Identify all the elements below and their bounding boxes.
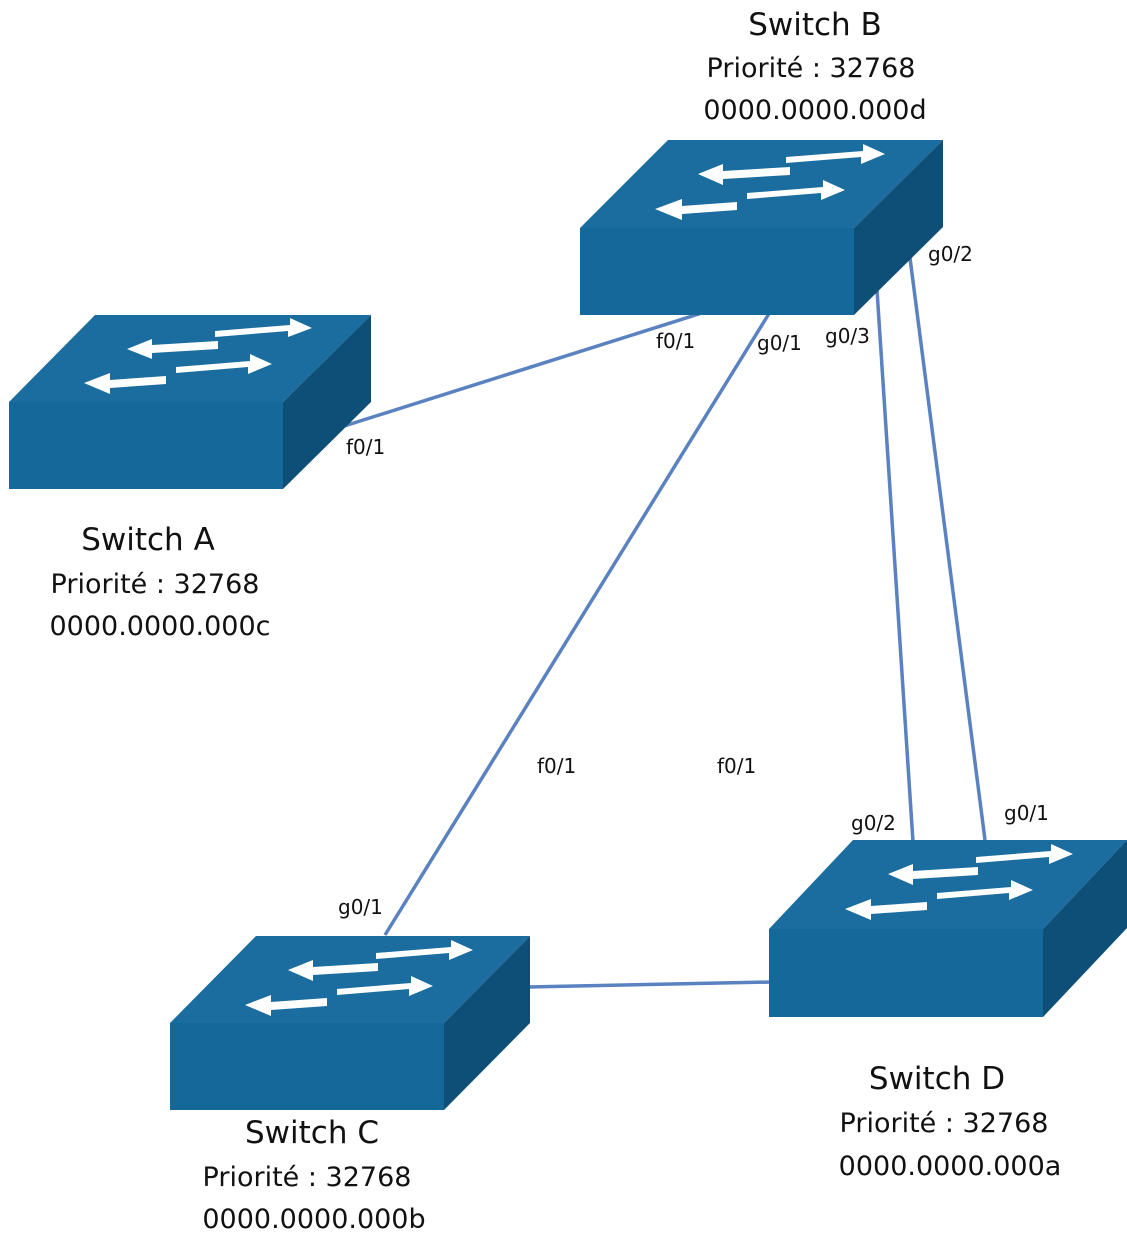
switch-d-arrows xyxy=(845,844,1073,920)
switch-c-arrows xyxy=(245,940,473,1016)
port-label-b-g01: g0/1 xyxy=(757,331,802,355)
switch-c-side xyxy=(444,936,530,1110)
port-label-b-g02: g0/2 xyxy=(928,242,973,266)
switch-b-icon xyxy=(580,140,943,315)
port-label-b-g03: g0/3 xyxy=(825,324,870,348)
switch-b-mac: 0000.0000.000d xyxy=(703,95,926,126)
switch-a-front xyxy=(9,402,283,489)
port-label-c-g01: g0/1 xyxy=(338,895,383,919)
link-a-b xyxy=(337,310,706,430)
switch-d-icon xyxy=(769,840,1127,1017)
switch-a-mac: 0000.0000.000c xyxy=(50,611,271,642)
port-labels: f0/1 f0/1 g0/1 g0/1 g0/3 g0/2 g0/2 g0/1 … xyxy=(338,242,1049,919)
switch-b-label: Switch B Priorité : 32768 0000.0000.000d xyxy=(703,7,926,126)
links xyxy=(337,257,987,989)
port-label-d-g01: g0/1 xyxy=(1004,801,1049,825)
link-b-d-g02 xyxy=(908,257,987,841)
switch-a-label: Switch A Priorité : 32768 0000.0000.000c xyxy=(50,522,271,642)
switch-b-name: Switch B xyxy=(748,7,882,43)
switch-b-side xyxy=(854,140,943,315)
switch-c-priority: Priorité : 32768 xyxy=(203,1162,412,1193)
switch-a-icon xyxy=(9,315,371,489)
switch-d-name: Switch D xyxy=(869,1061,1005,1097)
switch-a-arrows xyxy=(84,318,312,394)
switch-d-label: Switch D Priorité : 32768 0000.0000.000a xyxy=(839,1061,1062,1182)
switch-d-priority: Priorité : 32768 xyxy=(840,1108,1049,1139)
switch-a-priority: Priorité : 32768 xyxy=(51,569,260,600)
switch-c-icon xyxy=(170,936,530,1110)
switch-c-label: Switch C Priorité : 32768 0000.0000.000b xyxy=(202,1115,425,1235)
switch-b-front xyxy=(580,228,854,315)
switch-a-name: Switch A xyxy=(81,522,215,558)
switch-d-mac: 0000.0000.000a xyxy=(839,1151,1062,1182)
port-label-d-f01: f0/1 xyxy=(717,754,756,778)
link-b-c xyxy=(383,311,772,936)
port-label-b-f01: f0/1 xyxy=(656,329,695,353)
link-c-d xyxy=(527,980,773,989)
port-label-d-g02: g0/2 xyxy=(851,811,896,835)
port-label-a-f01: f0/1 xyxy=(346,435,385,459)
switch-b-priority: Priorité : 32768 xyxy=(707,53,916,84)
switch-d-front xyxy=(769,929,1043,1017)
port-label-c-f01: f0/1 xyxy=(537,754,576,778)
switch-a-side xyxy=(283,315,371,489)
switch-c-mac: 0000.0000.000b xyxy=(202,1204,425,1235)
switch-c-name: Switch C xyxy=(245,1115,379,1151)
switch-b-arrows xyxy=(655,144,885,220)
switch-c-front xyxy=(170,1023,444,1110)
switch-d-side xyxy=(1043,840,1127,1017)
link-b-d-g03 xyxy=(875,289,915,843)
